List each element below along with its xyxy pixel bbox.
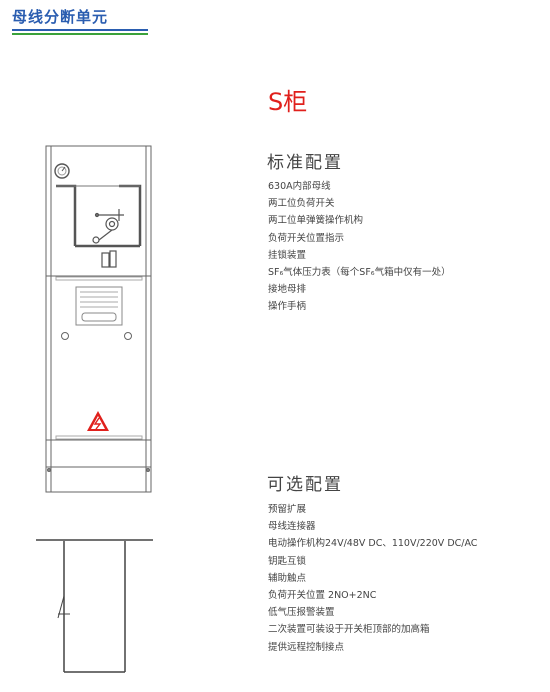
mimic-busbar-left [56,184,77,246]
warning-triangle-icon [87,411,109,431]
optional-config-item: 辅助触点 [268,572,307,584]
optional-config-title: 可选配置 [267,475,343,495]
optional-config-list: 预留扩展母线连接器电动操作机构24V/48V DC、110V/220V DC/A… [268,501,477,656]
standard-config-item: 操作手柄 [268,301,307,313]
standard-config-item: 挂锁装置 [268,249,307,261]
optional-config-item: 母线连接器 [268,521,316,533]
optional-config-item: 二次装置可装设于开关柜顶部的加高箱 [268,624,430,636]
optional-config-item: 负荷开关位置 2NO+2NC [268,589,377,601]
header-underline-green [12,33,148,35]
optional-config-item: 低气压报警装置 [268,607,335,619]
standard-config-item: 接地母排 [268,284,307,296]
standard-config-item: 两工位负荷开关 [268,198,335,210]
optional-config-item: 钥匙互锁 [268,555,307,567]
standard-config-title: 标准配置 [267,153,343,173]
standard-config-item: 两工位单弹簧操作机构 [268,215,364,227]
standard-config-item: SF₆气体压力表（每个SF₆气箱中仅有一处） [268,266,451,278]
page-header-title: 母线分断单元 [12,8,109,26]
pressure-gauge-icon [54,163,70,179]
mimic-busbar-right [119,184,142,246]
operating-handle-icon [101,250,117,268]
disconnector-symbol [57,595,70,619]
standard-config-item: 630A内部母线 [268,181,331,192]
optional-config-item: 预留扩展 [268,504,307,515]
standard-config-list: 630A内部母线两工位负荷开关两工位单弹簧操作机构负荷开关位置指示挂锁装置 SF₆… [268,178,451,316]
single-line-diagram [36,539,153,673]
switch-operating-hole [105,217,119,231]
cabinet-outline [45,145,152,493]
optional-config-item: 提供远程控制接点 [268,641,345,653]
optional-config-item: 电动操作机构24V/48V DC、110V/220V DC/AC [268,538,478,550]
header-underline-blue [12,29,148,31]
cabinet-title: S柜 [268,88,308,116]
standard-config-item: 负荷开关位置指示 [268,232,345,244]
